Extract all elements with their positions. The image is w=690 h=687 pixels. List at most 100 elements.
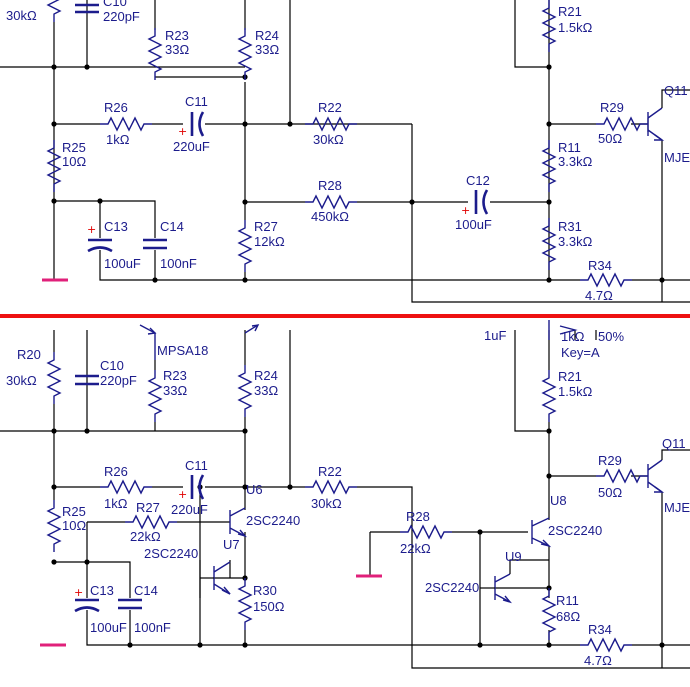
bottom-resistor-r25	[47, 499, 61, 553]
bottom-resistor-r20	[47, 351, 61, 405]
top-resistor-r24	[238, 27, 252, 81]
bottom-resistor-r24	[238, 364, 252, 418]
top-r26-value: 1kΩ	[106, 132, 130, 147]
top-resistor-r34	[579, 273, 633, 287]
top-q11-label: Q11	[664, 83, 688, 98]
bottom-r34-value: 4.7Ω	[584, 653, 612, 668]
top-c10-label: C10	[103, 0, 127, 9]
bottom-pot-key: Key=A	[561, 345, 600, 360]
bottom-transistor-mpsa18-right	[244, 324, 260, 334]
bottom-r29-value: 50Ω	[598, 485, 622, 500]
bottom-r11-value: 68Ω	[556, 609, 580, 624]
top-r34-value: 4.7Ω	[585, 288, 613, 303]
top-r24-label: R24	[255, 28, 279, 43]
bottom-r30-value: 150Ω	[253, 599, 285, 614]
bottom-r11-label: R11	[556, 593, 579, 608]
bottom-r24-value: 33Ω	[254, 383, 278, 398]
top-resistor-r22	[304, 117, 358, 131]
bottom-c13-value: 100uF	[90, 620, 127, 635]
bottom-resistor-r28	[399, 525, 453, 539]
top-capacitor-c12: +	[461, 189, 489, 217]
top-junctions	[51, 64, 665, 283]
top-r24-value: 33Ω	[255, 42, 279, 57]
top-resistor-r21	[542, 0, 556, 53]
svg-text:+: +	[87, 223, 96, 236]
top-resistor-r23	[148, 27, 162, 81]
bottom-capacitor-c14	[118, 598, 142, 610]
bottom-transistor-u7	[200, 561, 231, 595]
top-resistor-r25	[47, 139, 61, 193]
bottom-r25-value: 10Ω	[62, 518, 86, 533]
top-r27-value: 12kΩ	[254, 234, 285, 249]
top-resistor-r20	[47, 0, 61, 23]
top-c12-label: C12	[466, 173, 490, 188]
top-r28-value: 450kΩ	[311, 209, 349, 224]
top-c12-value: 100uF	[455, 217, 492, 232]
top-r11-value: 3.3kΩ	[558, 154, 593, 169]
bottom-c14-label: C14	[134, 583, 158, 598]
top-capacitor-c14	[143, 238, 167, 250]
bottom-resistor-r21	[542, 369, 556, 423]
top-r25-label: R25	[62, 140, 86, 155]
bottom-r28-value: 22kΩ	[400, 541, 431, 556]
top-resistor-r26	[99, 117, 153, 131]
bottom-u9-part: 2SC2240	[425, 580, 479, 595]
top-schematic: + + + 30kΩ C	[0, 0, 690, 303]
top-c14-value: 100nF	[160, 256, 197, 271]
bottom-transistor-u8	[531, 517, 552, 548]
top-r21-value: 1.5kΩ	[558, 20, 593, 35]
bottom-schematic: + +	[0, 320, 690, 669]
svg-text:+: +	[74, 586, 83, 599]
bottom-u7-label: U7	[223, 537, 240, 552]
bottom-c10-label: C10	[100, 358, 124, 373]
bottom-r26-value: 1kΩ	[104, 496, 128, 511]
svg-text:+: +	[178, 488, 187, 501]
bottom-r22-value: 30kΩ	[311, 496, 342, 511]
top-r26-label: R26	[104, 100, 128, 115]
bottom-wires	[0, 330, 690, 669]
top-r22-label: R22	[318, 100, 342, 115]
top-transistor-q11	[647, 89, 690, 141]
top-c13-value: 100uF	[104, 256, 141, 271]
top-r25-value: 10Ω	[62, 154, 86, 169]
bottom-r29-label: R29	[598, 453, 622, 468]
top-r31-label: R31	[558, 219, 582, 234]
top-c14-label: C14	[160, 219, 184, 234]
bottom-u8-label: U8	[550, 493, 567, 508]
bottom-resistor-r34	[579, 638, 633, 652]
top-r27-label: R27	[254, 219, 278, 234]
top-resistor-r31	[542, 217, 556, 271]
top-c13-label: C13	[104, 219, 128, 234]
top-capacitor-c10	[75, 3, 99, 14]
bottom-r21-label: R21	[558, 369, 582, 384]
svg-text:+: +	[461, 204, 470, 217]
top-resistor-r27	[238, 219, 252, 273]
top-r29-label: R29	[600, 100, 624, 115]
bottom-resistor-r30	[238, 577, 252, 631]
bottom-r21-value: 1.5kΩ	[558, 384, 593, 399]
bottom-pot-value: 1kΩ	[561, 329, 585, 344]
bottom-c11-value: 220uF	[171, 502, 208, 517]
svg-text:+: +	[178, 125, 187, 138]
bottom-transistor-q11	[647, 449, 690, 493]
bottom-r23-label: R23	[163, 368, 187, 383]
top-r23-value: 33Ω	[165, 42, 189, 57]
bottom-q11-label: Q11	[662, 436, 686, 451]
bottom-potentiometer	[548, 320, 578, 340]
bottom-resistor-r11	[542, 587, 556, 641]
bottom-resistor-r27	[124, 515, 178, 529]
bottom-r23-value: 33Ω	[163, 383, 187, 398]
top-resistor-r11	[542, 139, 556, 193]
bottom-r24-label: R24	[254, 368, 278, 383]
top-r11-label: R11	[558, 140, 581, 155]
top-capacitor-c13: +	[87, 223, 113, 253]
bottom-capacitor-c11: +	[178, 474, 205, 501]
top-resistor-r28	[304, 195, 358, 209]
bottom-r20-label: R20	[17, 347, 41, 362]
bottom-r26-label: R26	[104, 464, 128, 479]
top-r31-value: 3.3kΩ	[558, 234, 593, 249]
bottom-u6-part: 2SC2240	[246, 513, 300, 528]
bottom-u9-label: U9	[505, 549, 522, 564]
top-r23-label: R23	[165, 28, 189, 43]
